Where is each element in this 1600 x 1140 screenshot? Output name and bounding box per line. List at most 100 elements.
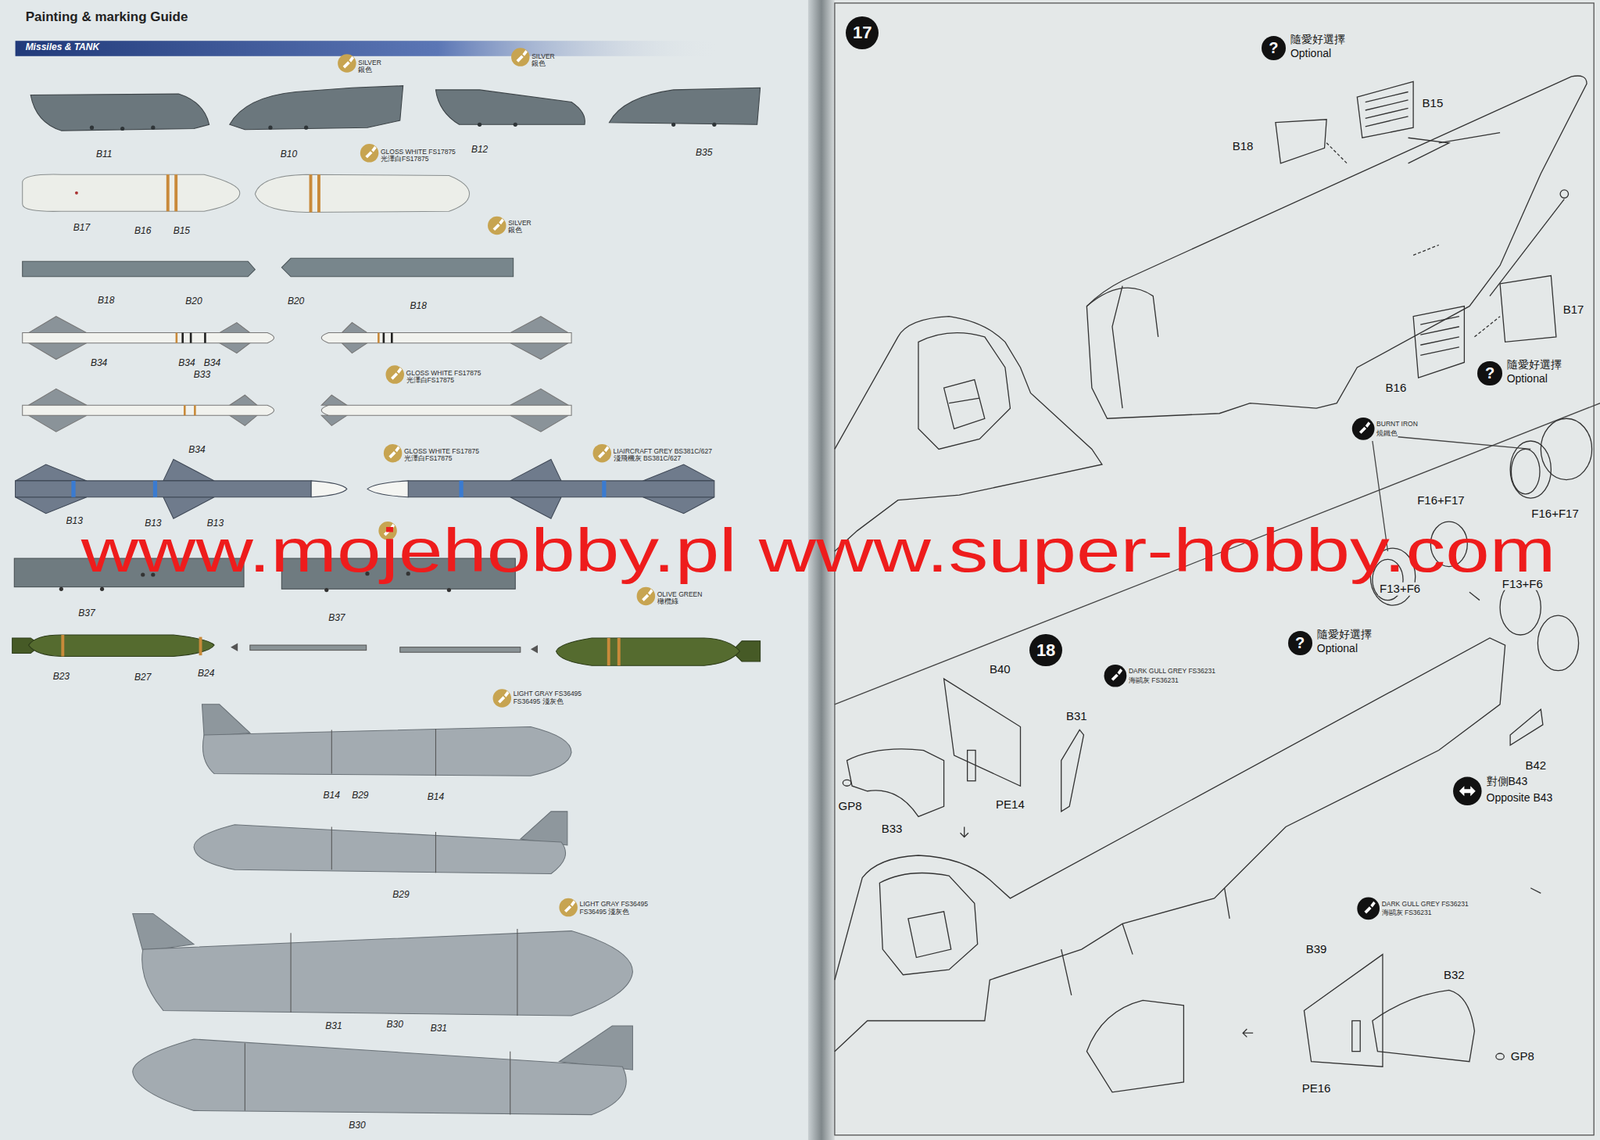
aircraft-line-art bbox=[944, 678, 1021, 786]
fuel-tank-drawing bbox=[516, 928, 518, 1016]
paint-callout: LIGHT GRAY FS36495 bbox=[579, 900, 648, 908]
pod-drawing bbox=[447, 587, 452, 592]
part-number: F16+F17 bbox=[1529, 506, 1580, 520]
part-number: B12 bbox=[471, 144, 488, 155]
short-missile-drawing bbox=[321, 332, 572, 344]
paint-callout: 銀色 bbox=[357, 66, 373, 74]
medium-missile-drawing bbox=[153, 480, 158, 498]
short-missile-drawing bbox=[321, 415, 348, 426]
short-missile-drawing bbox=[175, 332, 179, 344]
pylon-drawing bbox=[120, 126, 125, 131]
pylon-drawing bbox=[477, 122, 482, 127]
pylon-drawing bbox=[30, 85, 760, 131]
medium-missile-drawing bbox=[15, 458, 715, 519]
part-number: B17 bbox=[1561, 302, 1586, 316]
aircraft-line-art bbox=[1537, 615, 1579, 670]
pylon-drawing bbox=[435, 89, 585, 125]
fuel-tank-drawing bbox=[331, 729, 333, 774]
paint-icon bbox=[383, 443, 402, 462]
paint-icon bbox=[360, 143, 379, 162]
part-number: B24 bbox=[197, 668, 215, 679]
pylon-drawing bbox=[513, 122, 518, 127]
part-number: B42 bbox=[1523, 758, 1548, 773]
paint-callout: SILVER bbox=[531, 53, 555, 61]
part-number: B34 bbox=[90, 357, 108, 369]
fuel-tank-drawing bbox=[132, 1038, 627, 1115]
short-missile-drawing bbox=[204, 332, 207, 344]
bomb-drawing bbox=[60, 634, 65, 656]
medium-missile-drawing bbox=[71, 480, 76, 498]
aircraft-line-art bbox=[1510, 448, 1540, 494]
medium-missile-drawing bbox=[163, 458, 215, 480]
part-number: B10 bbox=[280, 150, 298, 161]
aircraft-line-art bbox=[842, 779, 851, 786]
aircraft-line-art bbox=[1499, 275, 1557, 342]
part-number: B33 bbox=[193, 370, 211, 381]
part-number: F13+F6 bbox=[1500, 576, 1545, 591]
icon-symbol: ? bbox=[1295, 633, 1305, 652]
part-number: B31 bbox=[1064, 709, 1089, 724]
part-number: B29 bbox=[392, 889, 409, 900]
paint-icon bbox=[497, 690, 509, 704]
aircraft-line-art bbox=[1413, 306, 1464, 378]
aircraft-line-art bbox=[1540, 418, 1592, 480]
short-missile-drawing bbox=[181, 332, 184, 344]
medium-missile-drawing bbox=[15, 458, 715, 519]
short-missile-drawing bbox=[510, 343, 569, 360]
optional-note: 隨愛好選擇 bbox=[1506, 358, 1562, 371]
medium-missile-drawing bbox=[15, 497, 87, 514]
part-number: B34 bbox=[204, 357, 221, 369]
part-number: B16 bbox=[134, 226, 151, 237]
paint-icon bbox=[390, 367, 402, 380]
paint-callout: 光澤白FS17875 bbox=[404, 455, 453, 463]
medium-missile-drawing bbox=[15, 464, 87, 481]
aircraft-line-art bbox=[1086, 75, 1587, 419]
bomb-drawing bbox=[28, 634, 215, 656]
fuel-tank-drawing bbox=[331, 826, 333, 870]
fuel-tank-drawing bbox=[244, 1042, 246, 1110]
fuel-tank-drawing bbox=[509, 1051, 511, 1115]
pylon-drawing bbox=[671, 122, 676, 127]
optional-note: 隨愛好選擇 bbox=[1290, 33, 1346, 46]
part-number: B14 bbox=[323, 791, 341, 802]
paint-icon bbox=[637, 587, 656, 605]
fuel-tank-drawing bbox=[290, 932, 292, 1013]
pylon-drawing bbox=[89, 122, 717, 131]
short-missile-drawing bbox=[321, 404, 572, 416]
paint-callout: LIAIRCRAFT GREY BS381C/627 bbox=[613, 448, 713, 456]
pod-drawing bbox=[100, 587, 104, 591]
medium-missile-drawing bbox=[601, 480, 606, 498]
aircraft-line-art bbox=[1086, 999, 1184, 1092]
aircraft-line-art bbox=[1275, 119, 1327, 164]
paint-icon bbox=[597, 446, 609, 459]
bomb-drawing bbox=[617, 637, 621, 666]
part-number: GP8 bbox=[836, 799, 863, 813]
paint-callout: SILVER bbox=[357, 59, 382, 67]
drop-tank-drawing bbox=[174, 174, 178, 212]
bomb-drawing bbox=[555, 637, 740, 666]
short-missile-drawing bbox=[229, 415, 258, 426]
note-text: Opposite B43 bbox=[1485, 791, 1555, 804]
fuel-tank-drawing bbox=[244, 728, 518, 1114]
part-number: B15 bbox=[173, 226, 190, 237]
short-missile-drawing bbox=[22, 332, 275, 344]
note-text: 對側B43 bbox=[1485, 775, 1530, 788]
aircraft-line-art bbox=[1356, 81, 1414, 138]
icon-symbol: ? bbox=[1268, 39, 1278, 58]
paint-icon bbox=[641, 588, 653, 602]
section-banner-text: Missiles & TANK bbox=[25, 42, 100, 54]
paint-icon bbox=[493, 218, 505, 231]
part-number: B18 bbox=[1231, 139, 1256, 153]
medium-missile-drawing bbox=[408, 480, 715, 498]
part-number: B34 bbox=[178, 357, 195, 369]
paint-icon bbox=[1363, 901, 1375, 914]
part-number: B31 bbox=[325, 1021, 342, 1032]
optional-icon: ?隨愛好選擇Optional bbox=[1288, 630, 1313, 656]
paint-callout: 銀色 bbox=[508, 226, 523, 234]
drop-tank-drawing bbox=[75, 191, 79, 195]
short-missile-drawing bbox=[321, 394, 348, 405]
short-missile-drawing bbox=[341, 322, 368, 333]
part-number: B20 bbox=[287, 297, 305, 308]
